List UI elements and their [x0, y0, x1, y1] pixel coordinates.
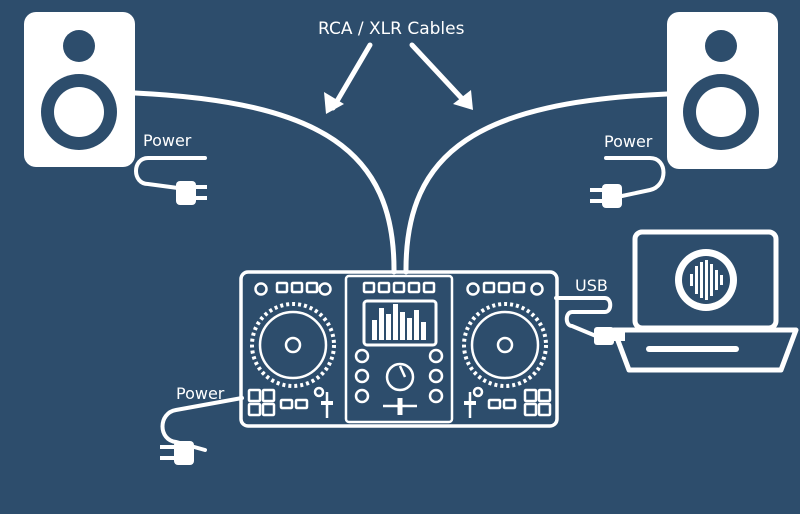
controller-power-cable [160, 396, 244, 452]
arrow-left-icon [330, 42, 373, 111]
left-speaker-icon [24, 12, 135, 167]
controller-power-label: Power [176, 384, 225, 403]
laptop-icon [611, 229, 799, 373]
cable-arrows [330, 42, 470, 111]
left-speaker-power-cable [134, 156, 207, 190]
plug-icon [160, 441, 194, 465]
left-deck [247, 281, 336, 418]
dj-controller-icon [239, 270, 559, 428]
level-meter [372, 304, 426, 340]
right-speaker-power-cable [604, 156, 666, 198]
right-speaker-power-label: Power [604, 132, 653, 151]
plug-icon [590, 184, 622, 208]
audio-cables [132, 90, 670, 275]
mixer-section [354, 281, 444, 415]
arrow-right-icon [409, 42, 470, 107]
left-speaker-power-label: Power [143, 131, 192, 150]
usb-plug-icon [594, 327, 625, 345]
plug-icon [176, 181, 207, 205]
usb-cable [554, 296, 613, 338]
right-deck [462, 281, 552, 418]
cables-label: RCA / XLR Cables [318, 19, 465, 39]
usb-label: USB [575, 276, 608, 295]
right-speaker-icon [667, 12, 778, 169]
